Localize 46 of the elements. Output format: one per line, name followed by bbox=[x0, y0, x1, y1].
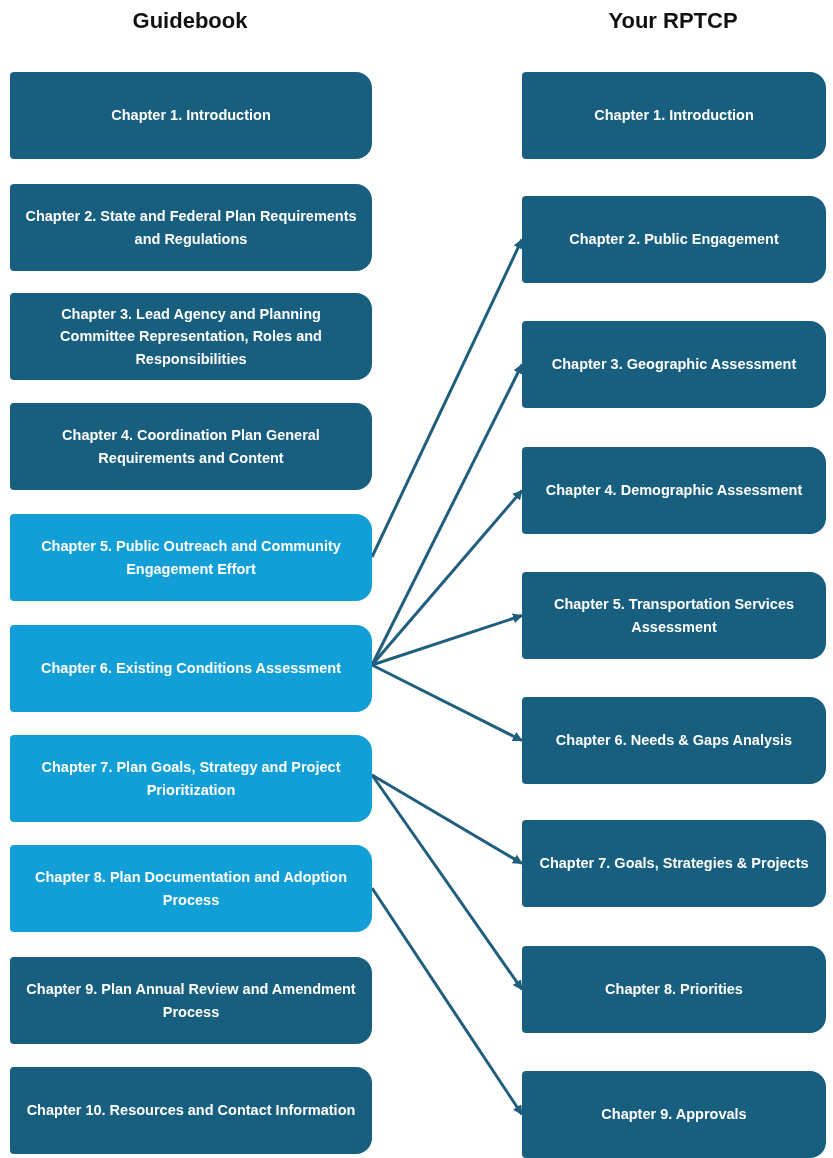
chapter-title: Chapter 9. Plan Annual Review and Amendment Process bbox=[25, 980, 357, 1022]
chapter-title: Chapter 4. Demographic Assessment bbox=[545, 481, 803, 501]
chapter-title: Chapter 3. Lead Agency and Planning Committee Representation, Roles and Responsibilities bbox=[59, 304, 323, 369]
chapter-box bbox=[10, 72, 372, 159]
chapter-title: Chapter 5. Public Outreach and Community Engagement Effort bbox=[40, 537, 342, 579]
chapter-title: Chapter 9. Approvals bbox=[601, 1105, 747, 1125]
chapter-title: Chapter 2. Public Engagement bbox=[569, 230, 779, 250]
column-heading: Your RPTCP bbox=[608, 8, 738, 34]
chapter-title: Chapter 7. Plan Goals, Strategy and Project Prioritization bbox=[40, 758, 342, 800]
chapter-box bbox=[10, 735, 372, 822]
chapter-box bbox=[522, 447, 826, 534]
chapter-title: Chapter 6. Needs & Gaps Analysis bbox=[555, 731, 793, 751]
chapter-box bbox=[522, 820, 826, 907]
chapter-title: Chapter 2. State and Federal Plan Requirements and Regulations bbox=[24, 207, 358, 249]
chapter-box bbox=[522, 72, 826, 159]
chapter-title: Chapter 8. Priorities bbox=[605, 980, 743, 1000]
chapter-box bbox=[10, 403, 372, 490]
chapter-box bbox=[522, 946, 826, 1033]
arrow bbox=[370, 238, 524, 558]
chapter-box bbox=[10, 293, 372, 380]
chapter-box bbox=[522, 1071, 826, 1158]
chapter-box bbox=[10, 957, 372, 1044]
arrow bbox=[371, 663, 523, 742]
chapter-box bbox=[10, 845, 372, 932]
chapter-box bbox=[10, 1067, 372, 1154]
arrow bbox=[370, 774, 524, 991]
chapter-box bbox=[10, 625, 372, 712]
chapter-title: Chapter 6. Existing Conditions Assessment bbox=[41, 659, 341, 679]
chapter-title: Chapter 8. Plan Documentation and Adoption Process bbox=[34, 868, 348, 910]
column-heading: Guidebook bbox=[132, 8, 248, 34]
chapter-box bbox=[10, 514, 372, 601]
chapter-title: Chapter 4. Coordination Plan General Requirements and Content bbox=[61, 426, 321, 468]
chapter-title: Chapter 1. Introduction bbox=[111, 106, 271, 126]
arrow bbox=[370, 887, 524, 1116]
chapter-title: Chapter 5. Transportation Services Assessment bbox=[552, 595, 796, 637]
chapter-box bbox=[522, 697, 826, 784]
chapter-title: Chapter 7. Goals, Strategies & Projects bbox=[539, 854, 809, 874]
chapter-title: Chapter 10. Resources and Contact Information bbox=[26, 1101, 356, 1121]
arrow bbox=[371, 773, 523, 865]
arrow bbox=[371, 613, 523, 667]
chapter-box bbox=[522, 196, 826, 283]
chapter-title: Chapter 3. Geographic Assessment bbox=[551, 355, 797, 375]
chapter-box bbox=[10, 184, 372, 271]
chapter-title: Chapter 1. Introduction bbox=[594, 106, 754, 126]
chapter-box bbox=[522, 321, 826, 408]
chapter-box bbox=[522, 572, 826, 659]
